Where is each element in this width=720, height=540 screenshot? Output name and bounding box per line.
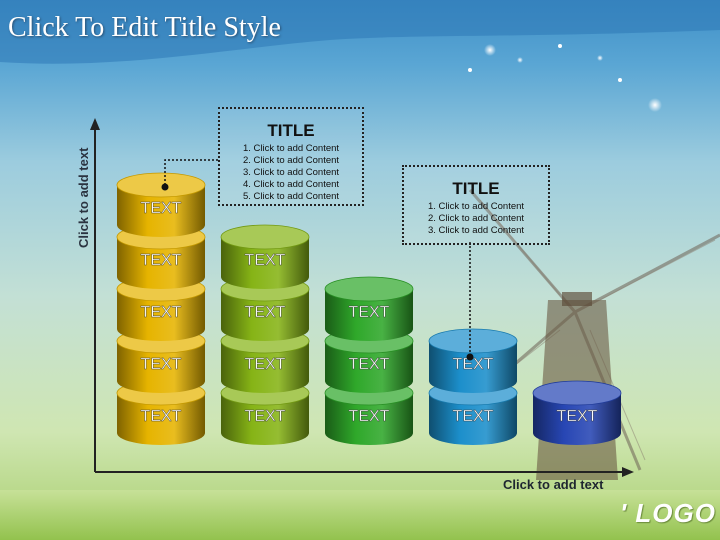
callout-box-1[interactable]: TITLE 1. Click to add Content 2. Click t…: [218, 107, 364, 206]
cylinder-body: [117, 393, 205, 445]
cylinder-body: [221, 237, 309, 289]
cylinder-top: [116, 172, 206, 198]
cylinder-label: TEXT: [141, 252, 182, 269]
cylinder-label: TEXT: [245, 304, 286, 321]
cylinder-label: TEXT: [141, 200, 182, 217]
callout-title-2[interactable]: TITLE: [452, 179, 500, 198]
callout-item[interactable]: 5. Click to add Content: [242, 191, 340, 202]
callout-item[interactable]: 4. Click to add Content: [242, 179, 340, 190]
cylinder-segment[interactable]: TEXT: [428, 328, 518, 393]
cylinder-body: [533, 393, 621, 445]
cylinder-body: [429, 393, 517, 445]
cylinder-segment[interactable]: TEXT: [116, 172, 206, 237]
cylinder-body: [221, 393, 309, 445]
cylinder-label: TEXT: [453, 356, 494, 373]
cylinder-body: [117, 341, 205, 393]
callout-connector-1: [164, 159, 218, 186]
callout-item[interactable]: 2. Click to add Content: [242, 155, 340, 166]
cylinder-segment[interactable]: TEXT: [324, 380, 414, 445]
cylinder-label: TEXT: [557, 408, 598, 425]
cylinder-label: TEXT: [349, 408, 390, 425]
cylinder-label: TEXT: [245, 252, 286, 269]
callout-list-2: 1. Click to add Content 2. Click to add …: [404, 201, 548, 237]
cylinder-body: [117, 289, 205, 341]
cylinder-segment[interactable]: TEXT: [220, 224, 310, 289]
callout-list-1: 1. Click to add Content 2. Click to add …: [220, 143, 362, 203]
cylinder-label: TEXT: [453, 408, 494, 425]
cylinder-segment[interactable]: TEXT: [532, 380, 622, 445]
cylinder-top: [220, 224, 310, 250]
callout-item[interactable]: 2. Click to add Content: [427, 213, 525, 224]
cylinder-body: [221, 289, 309, 341]
cylinder-label: TEXT: [349, 304, 390, 321]
cylinder-body: [325, 341, 413, 393]
logo: ' LOGO ': [620, 498, 720, 528]
cylinder-top: [428, 328, 518, 354]
cylinder-label: TEXT: [245, 356, 286, 373]
cylinder-label: TEXT: [141, 304, 182, 321]
cylinder-label: TEXT: [141, 408, 182, 425]
cylinder-body: [325, 393, 413, 445]
callout-title-1[interactable]: TITLE: [267, 121, 315, 140]
callout-dot-1: [161, 183, 169, 191]
x-axis-label[interactable]: Click to add text: [503, 477, 604, 492]
cylinder-label: TEXT: [141, 356, 182, 373]
callout-item[interactable]: 3. Click to add Content: [427, 225, 525, 236]
cylinder-label: TEXT: [349, 356, 390, 373]
callout-box-2[interactable]: TITLE 1. Click to add Content 2. Click t…: [402, 165, 550, 245]
callout-item[interactable]: 1. Click to add Content: [242, 143, 340, 154]
callout-dot-2: [466, 353, 474, 361]
cylinder-body: [221, 341, 309, 393]
x-axis-arrow: [622, 467, 634, 477]
cylinder-body: [117, 185, 205, 237]
cylinder-body: [117, 237, 205, 289]
cylinder-top: [324, 276, 414, 302]
cylinder-segment[interactable]: TEXT: [324, 276, 414, 341]
y-axis-arrow: [90, 118, 100, 130]
cylinder-body: [429, 341, 517, 393]
slide-title[interactable]: Click To Edit Title Style: [8, 12, 281, 43]
callout-item[interactable]: 3. Click to add Content: [242, 167, 340, 178]
cylinder-body: [325, 289, 413, 341]
cylinder-label: TEXT: [245, 408, 286, 425]
cylinder-top: [532, 380, 622, 406]
callout-item[interactable]: 1. Click to add Content: [427, 201, 525, 212]
